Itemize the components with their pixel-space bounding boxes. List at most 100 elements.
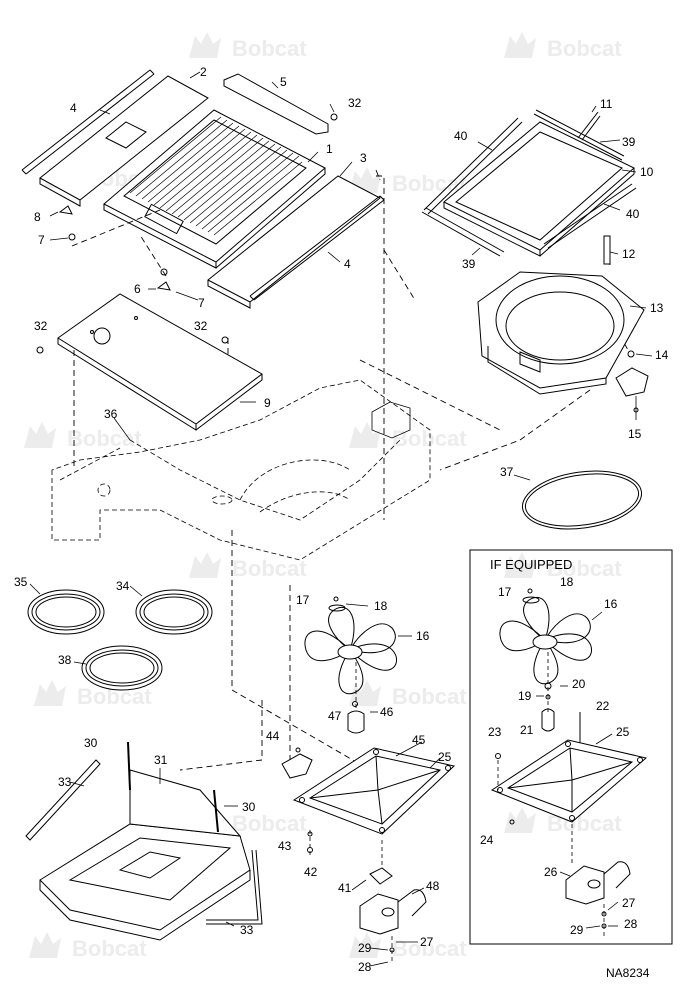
callout-45: 45	[412, 733, 426, 747]
callout-14: 14	[655, 348, 669, 362]
bracket-44	[281, 753, 313, 779]
callout-36: 36	[104, 407, 118, 421]
callout-4: 4	[70, 101, 77, 115]
seal-strip-39	[533, 109, 625, 161]
callout-39: 39	[462, 257, 476, 271]
watermark-text: Bobcat	[232, 811, 307, 836]
chassis-frame-36	[51, 379, 431, 561]
callout-21: 21	[520, 723, 534, 737]
seal-strip-40	[543, 183, 637, 249]
fan-16-optional	[499, 597, 592, 685]
drawing-reference-number: NA8234	[606, 966, 650, 980]
callout-11: 11	[600, 97, 613, 111]
bobcat-logo-icon	[504, 552, 536, 578]
callout-23: 23	[488, 725, 502, 739]
bolt-17	[333, 596, 339, 602]
callout-39: 39	[622, 135, 636, 149]
callout-32: 32	[348, 96, 362, 110]
bobcat-logo-icon	[34, 680, 66, 706]
pin-30	[127, 741, 131, 791]
callout-38: 38	[58, 653, 72, 667]
cap-18	[522, 596, 540, 604]
bobcat-logo-icon	[24, 422, 56, 448]
hub-21	[541, 708, 555, 732]
callout-28: 28	[358, 960, 372, 974]
fan-motor-26	[565, 861, 631, 905]
callout-31: 31	[154, 753, 168, 767]
callout-16: 16	[604, 597, 618, 611]
clip-6	[156, 281, 171, 291]
callout-48: 48	[426, 879, 440, 893]
callout-16: 16	[416, 629, 430, 643]
fan-shroud-13	[477, 271, 645, 395]
callout-19: 19	[518, 689, 532, 703]
inset-caption: IF EQUIPPED	[490, 557, 573, 572]
callout-30: 30	[242, 800, 256, 814]
callout-18: 18	[374, 599, 388, 613]
watermark-text: Bobcat	[392, 936, 467, 961]
washer-20	[544, 682, 552, 690]
bobcat-logo-icon	[189, 552, 221, 578]
bobcat-logo-icon	[29, 932, 61, 958]
watermark-text: Bobcat	[547, 556, 622, 581]
callout-27: 27	[420, 935, 434, 949]
callout-25: 25	[616, 725, 630, 739]
watermark-text: Bobcat	[547, 36, 622, 61]
nut-19	[545, 694, 551, 700]
callout-10: 10	[640, 165, 654, 179]
seal-coil-38	[81, 645, 163, 691]
callout-7: 7	[38, 233, 45, 247]
radiator-core	[103, 109, 326, 269]
callout-12: 12	[622, 247, 636, 261]
watermark-text: Bobcat	[392, 171, 467, 196]
callout-15: 15	[628, 427, 642, 441]
bracket-5	[223, 73, 329, 135]
seal-strip-4	[21, 69, 155, 175]
callout-7: 7	[198, 296, 205, 310]
callout-47: 47	[328, 709, 342, 723]
callout-17: 17	[498, 585, 512, 599]
callout-29: 29	[358, 941, 372, 955]
callout-29: 29	[570, 923, 584, 937]
callout-22: 22	[596, 699, 610, 713]
bracket-41	[369, 867, 393, 885]
nut-14	[627, 350, 635, 358]
bolt-32	[36, 346, 44, 354]
hub-46	[347, 710, 365, 734]
callout-46: 46	[380, 705, 394, 719]
spacer-12	[603, 235, 611, 265]
nut-7	[160, 268, 168, 276]
seal-coil-34	[135, 589, 213, 635]
bobcat-logo-icon	[349, 932, 381, 958]
callout-30: 30	[84, 736, 98, 750]
callout-1: 1	[326, 142, 333, 156]
callout-37: 37	[500, 465, 514, 479]
callout-3: 3	[360, 151, 367, 165]
callout-42: 42	[304, 865, 318, 879]
nut-47	[352, 701, 358, 707]
callout-26: 26	[544, 865, 558, 879]
clip-8	[58, 205, 73, 215]
callout-32: 32	[194, 319, 208, 333]
callout-24: 24	[480, 833, 494, 847]
seal-coil-35	[27, 589, 105, 635]
callout-43: 43	[278, 839, 292, 853]
panel-2	[39, 75, 209, 207]
callout-40: 40	[626, 207, 640, 221]
callout-9: 9	[264, 396, 271, 410]
fan-guard-25	[292, 747, 456, 835]
bolt-32	[330, 113, 338, 121]
bolt-11	[577, 111, 599, 139]
callout-41: 41	[338, 881, 352, 895]
callout-35: 35	[14, 575, 28, 589]
bobcat-logo-icon	[349, 422, 381, 448]
callout-34: 34	[116, 579, 130, 593]
panel-3	[207, 175, 381, 309]
seal-strip-39	[421, 207, 505, 257]
fan-16	[304, 607, 397, 695]
seal-strip-40	[423, 117, 523, 215]
callout-28: 28	[624, 917, 638, 931]
callout-8: 8	[34, 210, 41, 224]
